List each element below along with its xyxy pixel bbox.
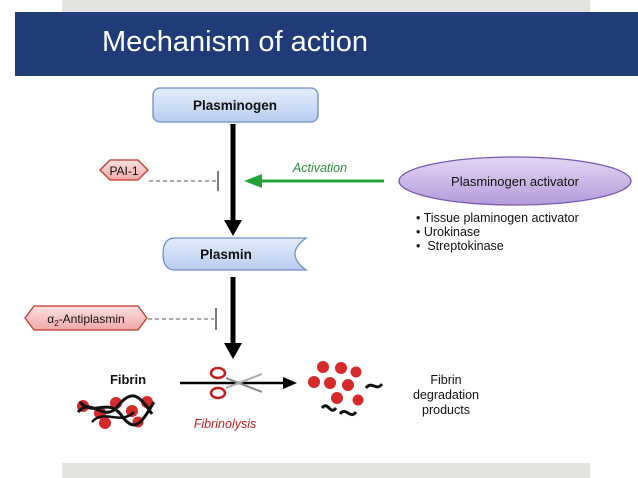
activation-arrow: Activation: [244, 161, 384, 188]
pai1-label: PAI-1: [109, 164, 138, 178]
arrow-plasmin-to-fibrin: [224, 277, 242, 359]
activator-list-item: • Urokinase: [416, 225, 481, 239]
plasmin-label: Plasmin: [200, 247, 252, 262]
fdp-label-line2: degradation: [413, 388, 479, 402]
bottom-decor-strip: [62, 463, 590, 478]
fibrin-clot-icon: [76, 394, 156, 429]
fibrinolysis-arrow: [180, 377, 297, 389]
activator-list: • Tissue plaminogen activator • Urokinas…: [416, 211, 579, 253]
arrow-plasminogen-to-plasmin: [224, 124, 242, 236]
antiplasmin-label: α2-Antiplasmin: [47, 312, 124, 328]
pai1-inhibitor: PAI-1: [99, 159, 219, 191]
activator-list-item: • Streptokinase: [416, 239, 504, 253]
activation-label: Activation: [292, 161, 347, 175]
activator-list-item: • Tissue plaminogen activator: [416, 211, 579, 225]
fdp-label-line3: products: [422, 403, 470, 417]
plasminogen-activator-ellipse: Plasminogen activator: [398, 156, 632, 206]
plasminogen-box: Plasminogen: [152, 87, 319, 123]
fibrinolysis-label: Fibrinolysis: [194, 417, 257, 431]
plasmin-box: Plasmin: [162, 237, 308, 271]
antiplasmin-alpha: α: [47, 312, 54, 326]
antiplasmin-inhibitor: α2-Antiplasmin: [24, 305, 217, 331]
title-bar: Mechanism of action: [15, 12, 638, 76]
degradation-products-icon: [308, 361, 384, 417]
fibrin-label: Fibrin: [110, 372, 146, 387]
antiplasmin-suffix: -Antiplasmin: [59, 312, 125, 326]
plasminogen-label: Plasminogen: [193, 98, 277, 113]
scissors-icon: [209, 366, 263, 400]
top-decor-strip: [62, 0, 590, 12]
plasminogen-activator-label: Plasminogen activator: [451, 174, 580, 189]
slide-title: Mechanism of action: [102, 26, 368, 58]
antiplasmin-subscript: 2: [54, 319, 59, 328]
fdp-label-line1: Fibrin: [430, 373, 461, 387]
